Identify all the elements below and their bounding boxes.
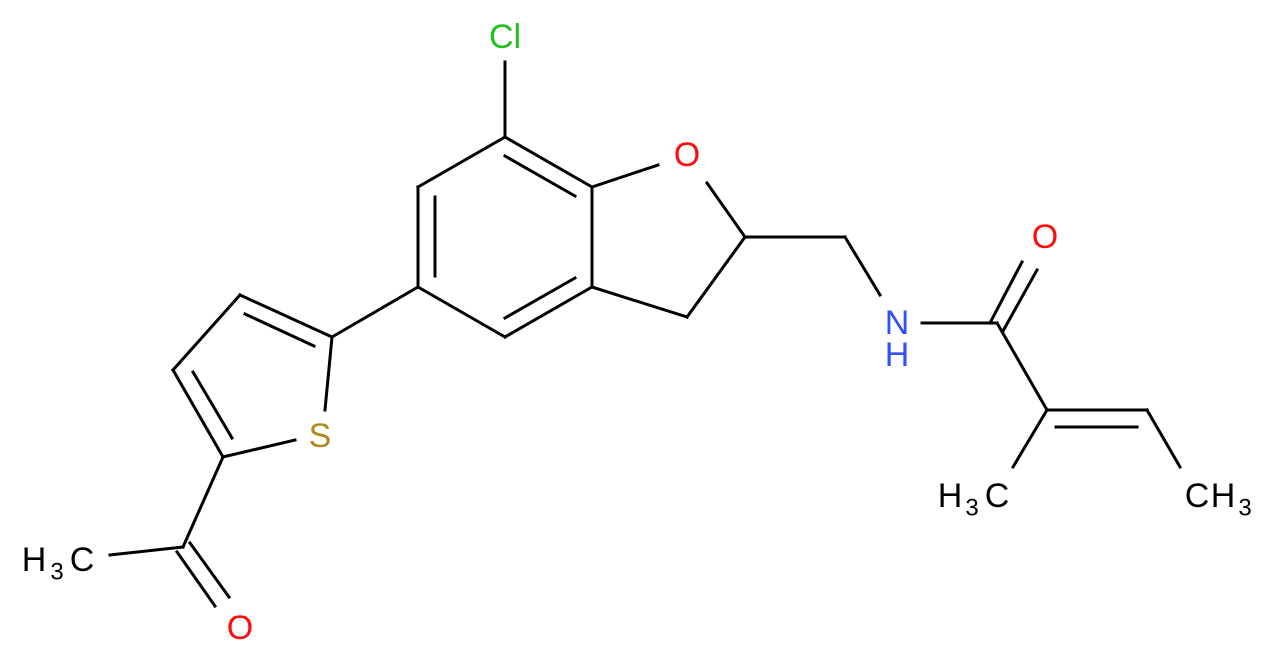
bond-c3a-c4 <box>502 284 595 340</box>
atom-label-o-acetyl: O <box>227 609 253 647</box>
atom-label-cl: Cl <box>489 18 521 56</box>
benzene-ring <box>415 134 595 340</box>
atom-label-s: S <box>309 417 332 455</box>
acetyl-group <box>108 455 232 609</box>
label-acetyl-methyl: H 3 C <box>22 541 95 586</box>
methyl-sub: 3 <box>965 495 978 522</box>
bond-s-c2t <box>323 335 334 412</box>
label-alkene-methyl-left: H 3 C <box>938 477 1010 522</box>
bond-c3a-c4-inner <box>502 275 578 321</box>
bond-cco-methyl <box>108 545 185 557</box>
bond-cco-calpha <box>994 320 1050 413</box>
bond-calpha-methyl <box>1010 407 1050 470</box>
bond-c4t-c5t-inner <box>190 369 235 441</box>
methyl-c: C <box>70 541 95 579</box>
bond-c4t-c5t <box>170 367 226 460</box>
methyl-c: C <box>1185 477 1210 515</box>
label-alkene-methyl-right: C H 3 <box>1185 477 1252 522</box>
bond-o1-c2 <box>704 180 748 240</box>
atom-label-n: N <box>885 304 910 342</box>
bond-cco-o-b <box>1000 267 1040 334</box>
atom-label-o-ring: O <box>674 136 700 174</box>
amide-chain <box>743 234 1183 470</box>
methyl-h: H <box>938 477 963 515</box>
bond-c2t-c3t-inner <box>243 312 316 348</box>
atom-label-nh-h: H <box>885 336 910 374</box>
bond-c2t-c3t <box>238 293 334 339</box>
bond-c7a-o1 <box>590 163 660 189</box>
bond-cco-o-a <box>174 549 218 609</box>
bond-cbeta-methyl <box>1144 407 1183 470</box>
methyl-c: C <box>985 477 1010 515</box>
methyl-h: H <box>22 541 47 579</box>
bond-cco-o-b <box>187 540 232 600</box>
bond-c5t-s <box>221 438 297 459</box>
dihydrofuran-ring <box>590 163 748 320</box>
methyl-sub: 3 <box>1238 495 1251 522</box>
bond-c6-c7 <box>415 134 508 190</box>
thiophene-ring <box>170 292 334 460</box>
atom-label-o-amide: O <box>1032 218 1058 256</box>
bond-c2-c3 <box>684 234 748 320</box>
bond-c7-c7a <box>502 134 595 190</box>
bond-c4-c5 <box>415 284 508 340</box>
bond-c3t-c4t <box>170 292 243 373</box>
bond-ch2-n <box>842 234 883 298</box>
bond-c5-thiophene <box>329 284 421 340</box>
methyl-sub: 3 <box>50 559 63 586</box>
bond-cco-o-a <box>987 259 1025 326</box>
bond-c7-c7a-inner <box>502 153 578 199</box>
bond-c3-c3a <box>590 285 689 319</box>
bond-c5t-cco <box>181 455 225 549</box>
methyl-h: H <box>1211 477 1236 515</box>
